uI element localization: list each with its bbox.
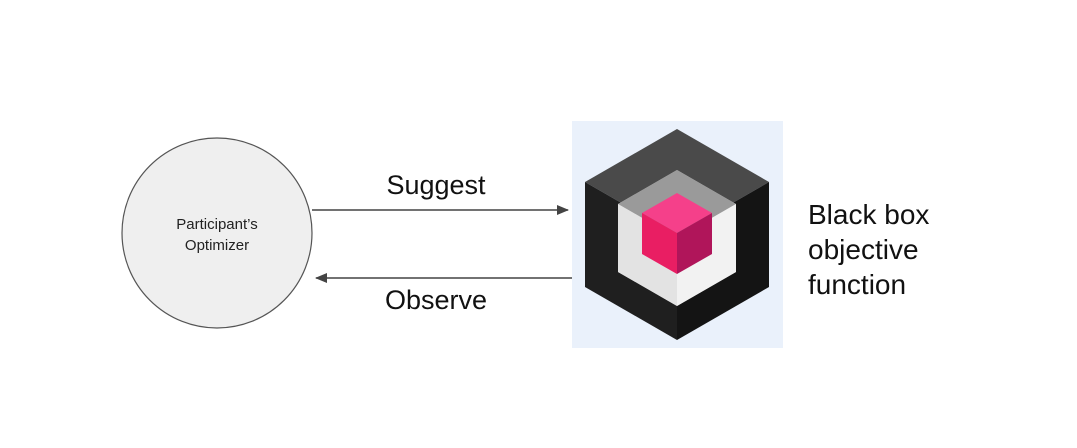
suggest-edge: Suggest <box>312 170 569 215</box>
black-box-label-line2: objective <box>808 234 919 265</box>
core-cube-right <box>677 213 712 274</box>
nested-cube-icon <box>572 121 783 348</box>
black-box-label: Black box objective function <box>808 199 929 300</box>
suggest-label: Suggest <box>386 170 486 200</box>
optimizer-node: Participant’s Optimizer <box>121 137 313 329</box>
black-box-label-line3: function <box>808 269 906 300</box>
optimizer-label-line1: Participant’s <box>176 216 257 233</box>
observe-edge: Observe <box>315 273 572 315</box>
black-box-label-line1: Black box <box>808 199 929 230</box>
core-cube-left <box>642 213 677 274</box>
optimizer-label-line2: Optimizer <box>185 237 249 254</box>
observe-label: Observe <box>385 285 487 315</box>
optimizer-circle <box>121 137 313 329</box>
